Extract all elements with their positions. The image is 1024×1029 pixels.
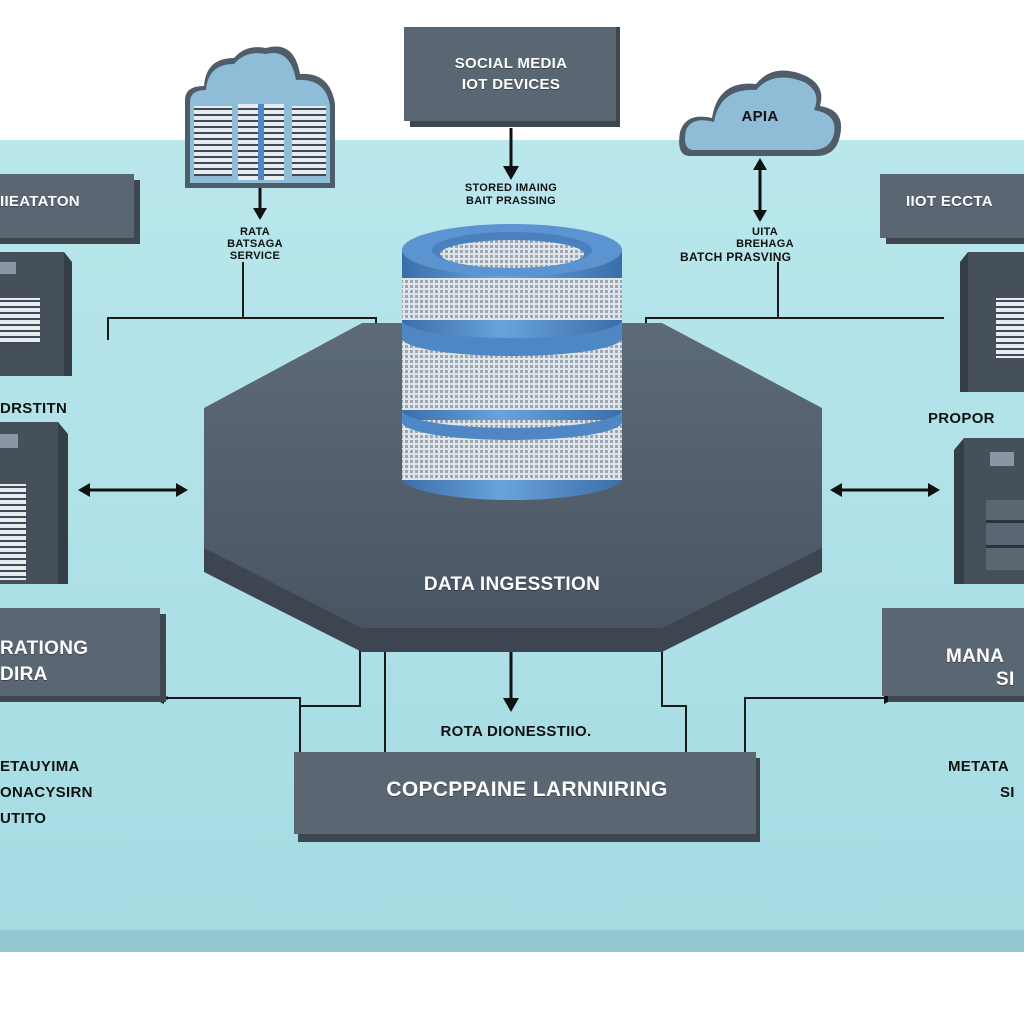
- right-bottom-box-line1: MANA: [946, 646, 1005, 667]
- right-caption-line2: BREHAGA: [736, 238, 794, 250]
- left-bottom-box: [0, 608, 166, 702]
- source-box-line2: IOT DEVICES: [461, 76, 561, 93]
- center-caption-line1: STORED IMAING: [464, 182, 558, 194]
- source-box: [404, 27, 620, 127]
- cloud-label: APIA: [741, 108, 779, 125]
- database-cylinder-icon: [402, 224, 622, 500]
- left-top-box-label: IIEATATON: [0, 193, 80, 210]
- right-bottom-caption-line1: METATA: [948, 758, 1009, 775]
- hub-caption: ROTA DIONESSTIIO.: [440, 723, 592, 740]
- left-top-box: [0, 174, 140, 244]
- right-mid-label: PROPOR: [928, 410, 995, 427]
- cloud-storage-icon: [185, 46, 335, 188]
- bottom-box: [294, 752, 760, 842]
- left-bottom-caption-line1: ETAUYIMA: [0, 758, 80, 775]
- right-caption-line3: BATCH PRASVING: [680, 250, 792, 264]
- server-icon: [0, 252, 72, 584]
- left-bottom-box-line1: RATIONG: [0, 638, 89, 659]
- center-caption-line2: BAIT PRASSING: [465, 195, 557, 207]
- left-mid-label: DRSTITN: [0, 400, 68, 417]
- right-bottom-box: [882, 608, 1024, 702]
- left-bottom-caption-line2: ONACYSIRN: [0, 784, 93, 801]
- cloud-icon: [679, 70, 842, 156]
- server-icon-right: [954, 252, 1024, 584]
- right-caption-line1: UITA: [751, 226, 779, 238]
- storage-caption-line3: SERVICE: [229, 250, 281, 262]
- bottom-box-label: COPCPPAINE LARNNIRING: [386, 778, 668, 801]
- hub-label: DATA INGESSTION: [423, 574, 601, 595]
- storage-caption-line2: BATSAGA: [227, 238, 283, 250]
- right-top-box: [880, 174, 1024, 244]
- left-bottom-caption-line3: UTITO: [0, 810, 47, 827]
- right-bottom-caption-line2: SI: [1000, 784, 1015, 801]
- left-bottom-box-line2: DIRA: [0, 664, 48, 685]
- storage-caption-line1: RATA: [239, 226, 271, 238]
- source-box-line1: SOCIAL MEDIA: [454, 55, 568, 72]
- right-bottom-box-line2: SI: [996, 669, 1015, 690]
- right-top-box-label: IIOT ECCTA: [906, 193, 993, 210]
